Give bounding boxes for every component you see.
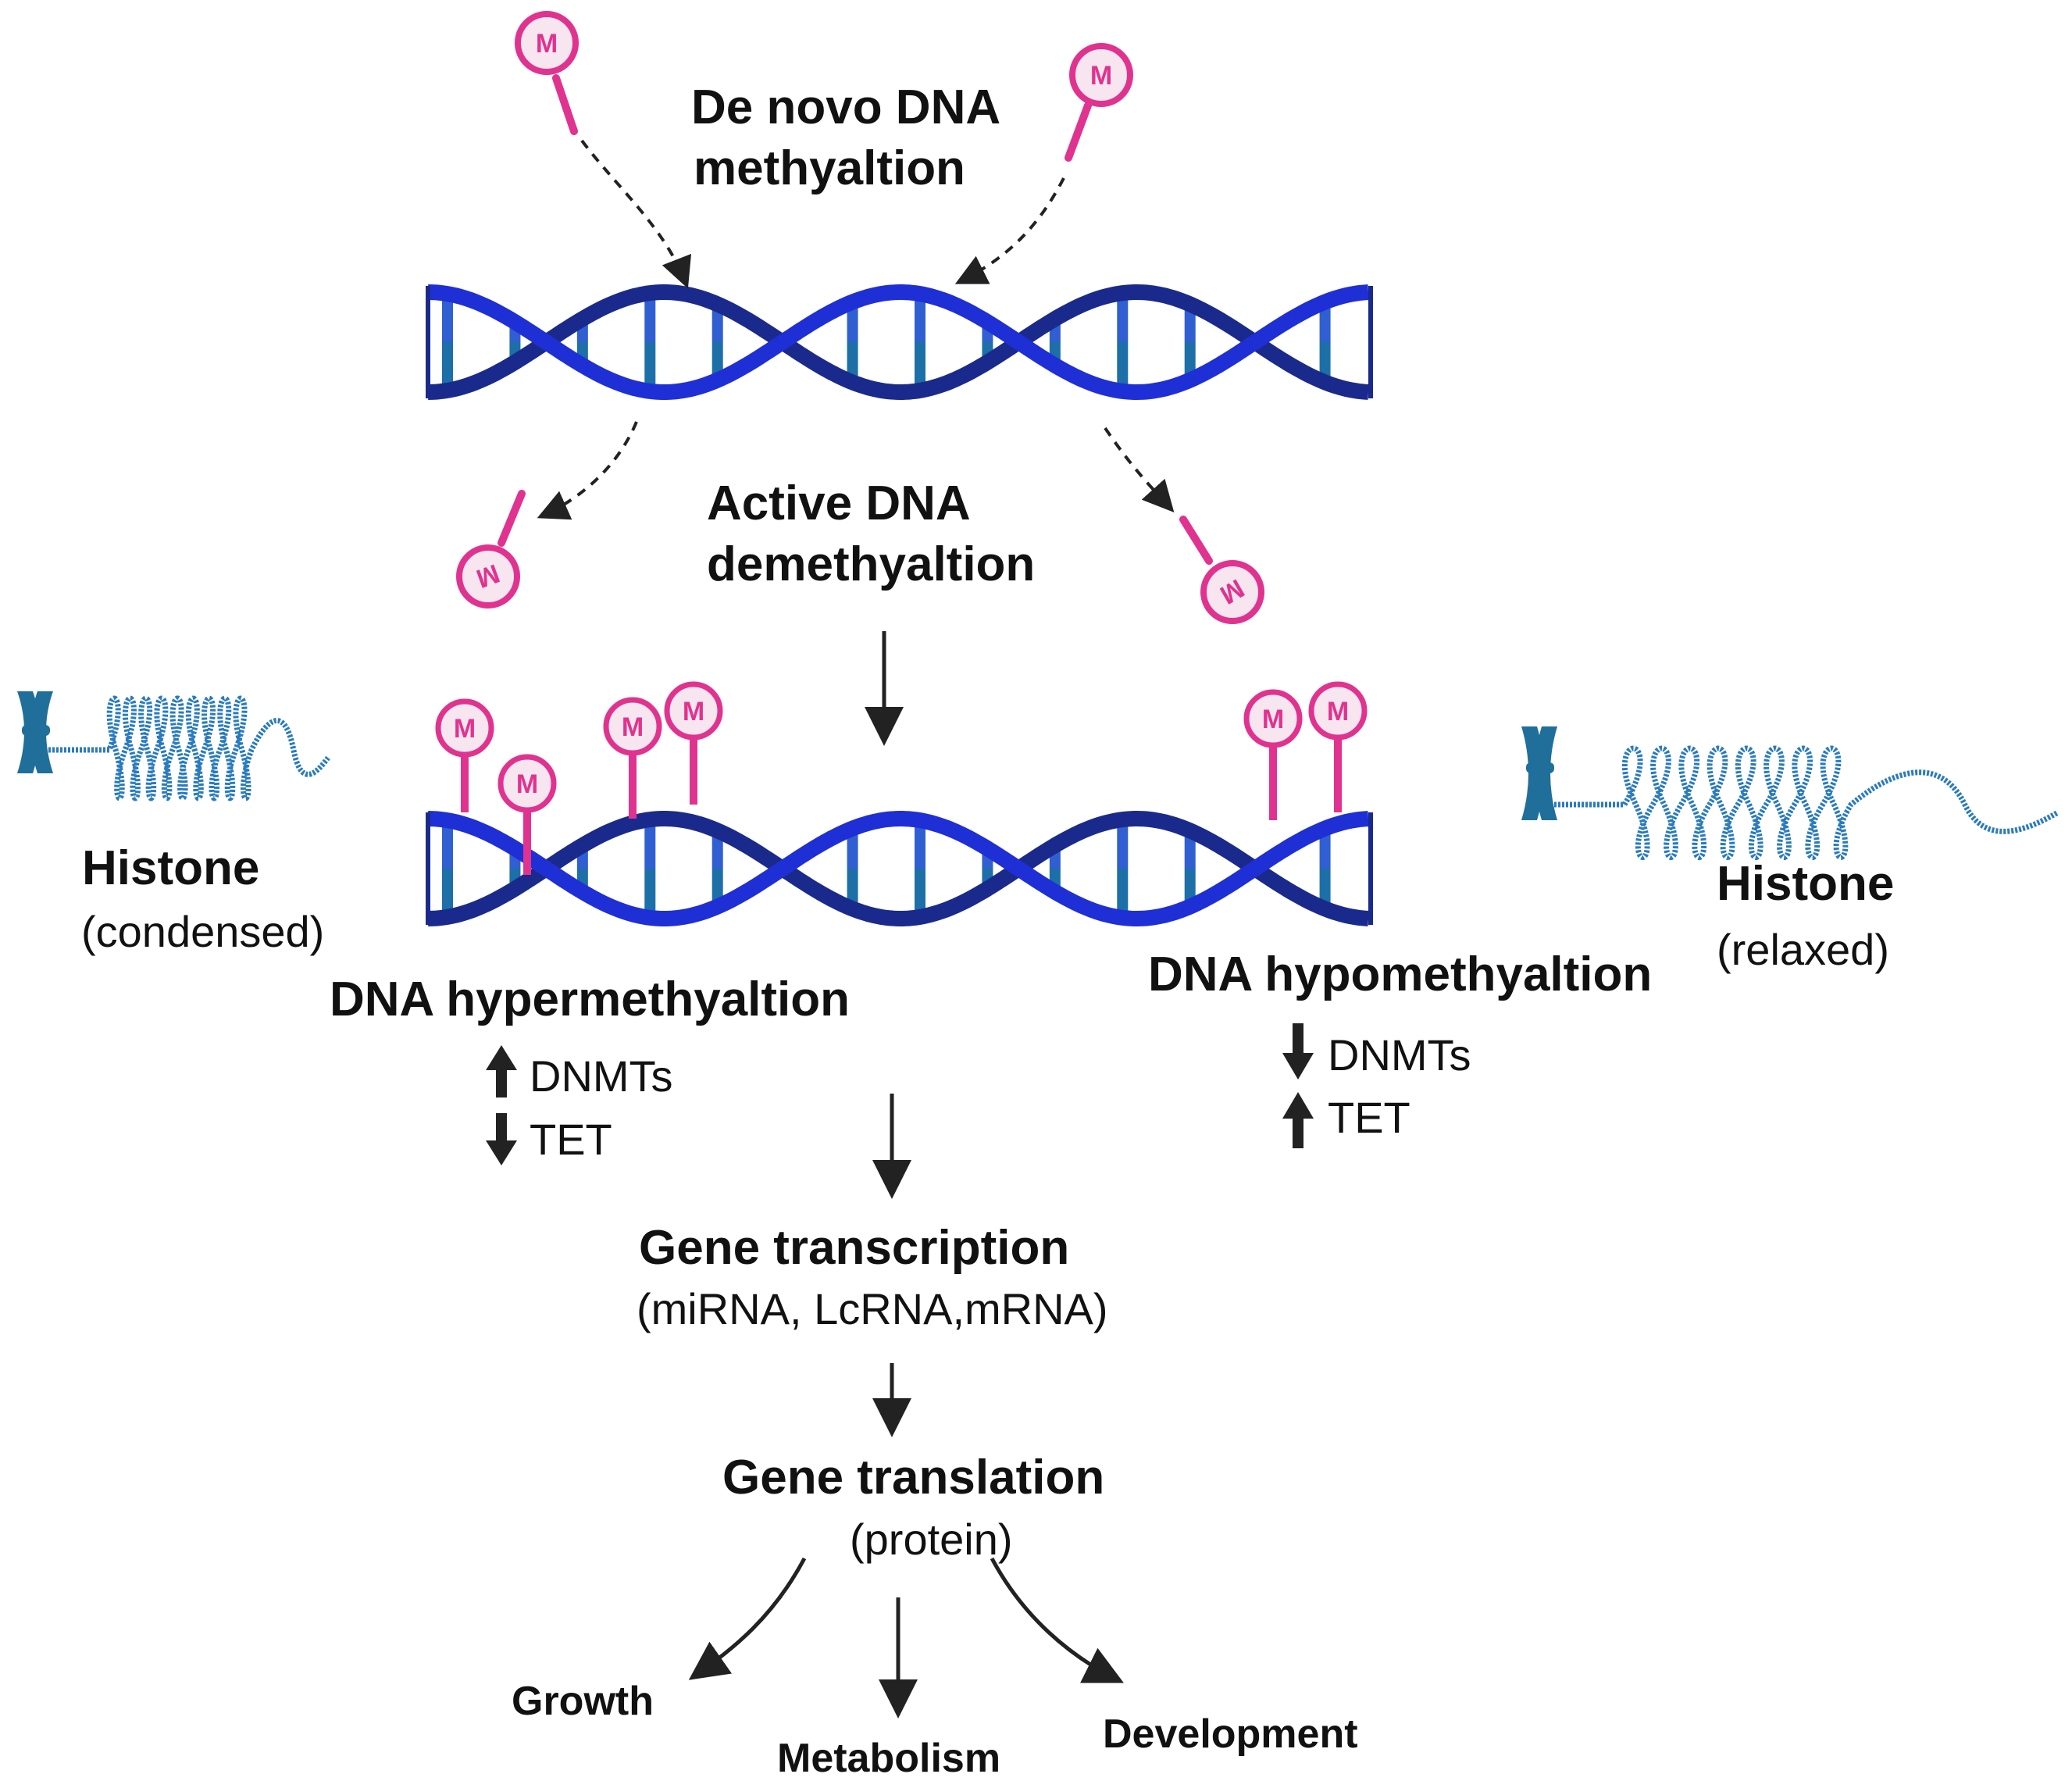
outcome-metabolism: Metabolism <box>777 1736 1000 1781</box>
methyl-group-icon: M <box>1179 516 1264 624</box>
methyl-pins: M M M M M M <box>435 681 1368 875</box>
de-novo-label-line2: methyaltion <box>694 141 965 195</box>
hyper-tet-label: TET <box>530 1115 612 1164</box>
chromatin-strand <box>1554 745 2060 861</box>
demethylation-arrow-left <box>537 421 638 520</box>
chromosome-icon <box>17 691 53 773</box>
svg-text:M: M <box>1090 61 1112 91</box>
down-arrow-icon <box>486 1113 517 1165</box>
chromatin-coil-icon <box>48 695 330 801</box>
active-demethylation-line1: Active DNA <box>707 476 971 530</box>
methyl-group-icon: M <box>497 754 557 875</box>
methyl-group-icon: M <box>456 490 526 609</box>
de-novo-arrow-left <box>580 139 692 289</box>
svg-text:M: M <box>1327 697 1349 726</box>
hypermethylation-label: DNA hypermethyaltion <box>330 973 850 1026</box>
outcome-development: Development <box>1103 1711 1358 1757</box>
chromatin-strand <box>48 695 330 801</box>
chromatin-coil-icon <box>1554 745 2060 861</box>
chromosome-icon <box>1521 726 1557 820</box>
hyper-dnmts-label: DNMTs <box>530 1051 673 1101</box>
histone-left-state: (condensed) <box>81 907 324 956</box>
gene-transcription-sub: (miRNA, LcRNA,mRNA) <box>637 1284 1108 1333</box>
de-novo-arrow-right <box>954 177 1065 284</box>
helix-strand <box>427 284 1369 400</box>
methyl-group-icon: M <box>664 681 723 805</box>
branch-arrow-growth <box>688 1557 807 1680</box>
methyl-group-icon: M <box>515 11 579 135</box>
svg-text:M: M <box>516 769 538 799</box>
gene-translation-sub: (protein) <box>850 1515 1013 1564</box>
dna-helix-icon-bottom <box>426 811 1373 926</box>
methyl-group-icon: M <box>1065 43 1133 162</box>
histone-left-title: Histone <box>82 841 259 895</box>
outcome-growth: Growth <box>512 1679 654 1724</box>
branch-arrow-development <box>990 1557 1124 1683</box>
methyl-group-icon: M <box>603 697 662 819</box>
active-demethylation-line2: demethyaltion <box>707 537 1035 591</box>
de-novo-label-line1: De novo DNA <box>691 80 1000 134</box>
helix-strand <box>427 811 1369 926</box>
down-arrow-icon <box>1282 1023 1314 1080</box>
histone-right-title: Histone <box>1717 857 1894 911</box>
gene-translation-title: Gene translation <box>722 1451 1104 1504</box>
hypomethylation-label: DNA hypomethyaltion <box>1148 948 1652 1001</box>
helix-strand <box>427 284 1369 400</box>
hypo-dnmts-label: DNMTs <box>1328 1030 1471 1080</box>
up-arrow-icon <box>486 1045 517 1098</box>
gene-transcription-title: Gene transcription <box>639 1221 1069 1275</box>
svg-text:M: M <box>622 712 644 742</box>
svg-text:M: M <box>454 714 476 744</box>
methyl-group-icon: M <box>435 698 494 812</box>
svg-text:M: M <box>1262 705 1284 734</box>
up-arrow-icon <box>1282 1092 1314 1148</box>
svg-text:M: M <box>683 697 704 726</box>
hypo-tet-label: TET <box>1328 1093 1410 1142</box>
dna-helix-icon-top <box>426 284 1373 400</box>
histone-right-state: (relaxed) <box>1717 925 1889 974</box>
methyl-group-icon: M <box>1243 689 1303 820</box>
svg-text:M: M <box>536 29 558 59</box>
methyl-group-icon: M <box>1308 681 1368 812</box>
helix-strand <box>427 811 1369 926</box>
demethylation-arrow-right <box>1104 427 1175 512</box>
